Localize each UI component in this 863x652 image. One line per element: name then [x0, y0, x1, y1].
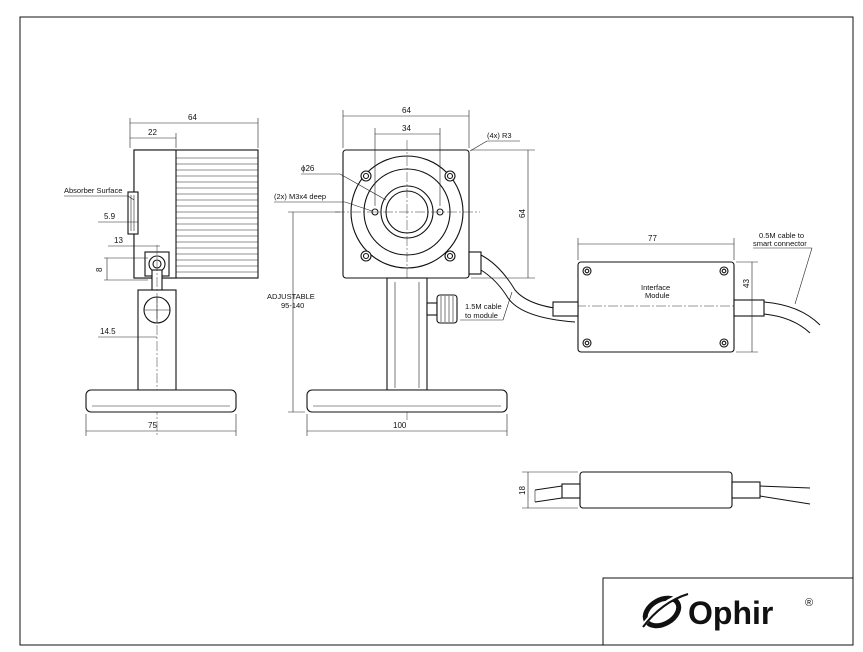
logo-brand: Ophir [688, 595, 773, 631]
interface-module-view: Interface Module 77 43 0.5M cable to sma… [518, 231, 821, 509]
dim-aperture-dia: ϕ26 [301, 164, 315, 173]
dim-module-thickness: 18 [518, 486, 527, 495]
dim-bolt-spacing: 34 [402, 124, 411, 133]
interface-module-body [577, 261, 735, 353]
dim-absorber-offset: 5.9 [104, 212, 116, 221]
label-cable-short-2: to module [465, 311, 498, 320]
label-module-name-1: Interface [641, 283, 670, 292]
label-corner-radius: (4x) R3 [487, 131, 512, 140]
label-module-name-2: Module [645, 291, 670, 300]
label-adjustable-range: 95-140 [281, 301, 304, 310]
label-cable-long-1: 0.5M cable to [759, 231, 804, 240]
front-cable-gland [468, 251, 482, 275]
label-adjustable: ADJUSTABLE [267, 292, 315, 301]
label-absorber-surface: Absorber Surface [64, 186, 122, 195]
front-knob [436, 294, 458, 324]
title-block: Ophir ® [602, 577, 854, 646]
ophir-swoosh-icon [639, 590, 691, 631]
dim-front-width: 64 [402, 106, 411, 115]
front-view: 64 34 (4x) R3 ϕ26 (2x) M3x4 deep 64 ADJU… [267, 106, 576, 436]
front-corner-screws [360, 170, 456, 262]
dim-post-offset: 14.5 [100, 327, 116, 336]
side-absorber [127, 191, 139, 235]
front-post [386, 277, 428, 391]
dim-base-front: 100 [393, 421, 407, 430]
drawing-frame [19, 16, 854, 646]
dim-base-side: 75 [148, 421, 157, 430]
front-base [306, 389, 508, 413]
short-cable [480, 254, 576, 311]
side-heatsink-fins [176, 157, 258, 273]
dim-mount-offset: 13 [114, 236, 123, 245]
dim-module-length: 77 [648, 234, 657, 243]
side-base [85, 389, 237, 413]
logo-box [602, 577, 854, 646]
dim-front-height: 64 [518, 209, 527, 218]
dim-side-depth: 22 [148, 128, 157, 137]
long-cable [763, 301, 821, 326]
label-mount-holes: (2x) M3x4 deep [274, 192, 326, 201]
side-view: 64 22 Absorber Surface 5.9 13 8 14.5 75 [64, 113, 259, 436]
dim-side-width: 64 [188, 113, 197, 122]
label-cable-short-1: 1.5M cable [465, 302, 502, 311]
interface-module-profile [579, 471, 733, 509]
label-cable-long-2: smart connector [753, 239, 807, 248]
dim-mount-height: 8 [95, 267, 104, 272]
dim-module-height: 43 [742, 279, 751, 288]
logo-registered: ® [805, 597, 813, 609]
